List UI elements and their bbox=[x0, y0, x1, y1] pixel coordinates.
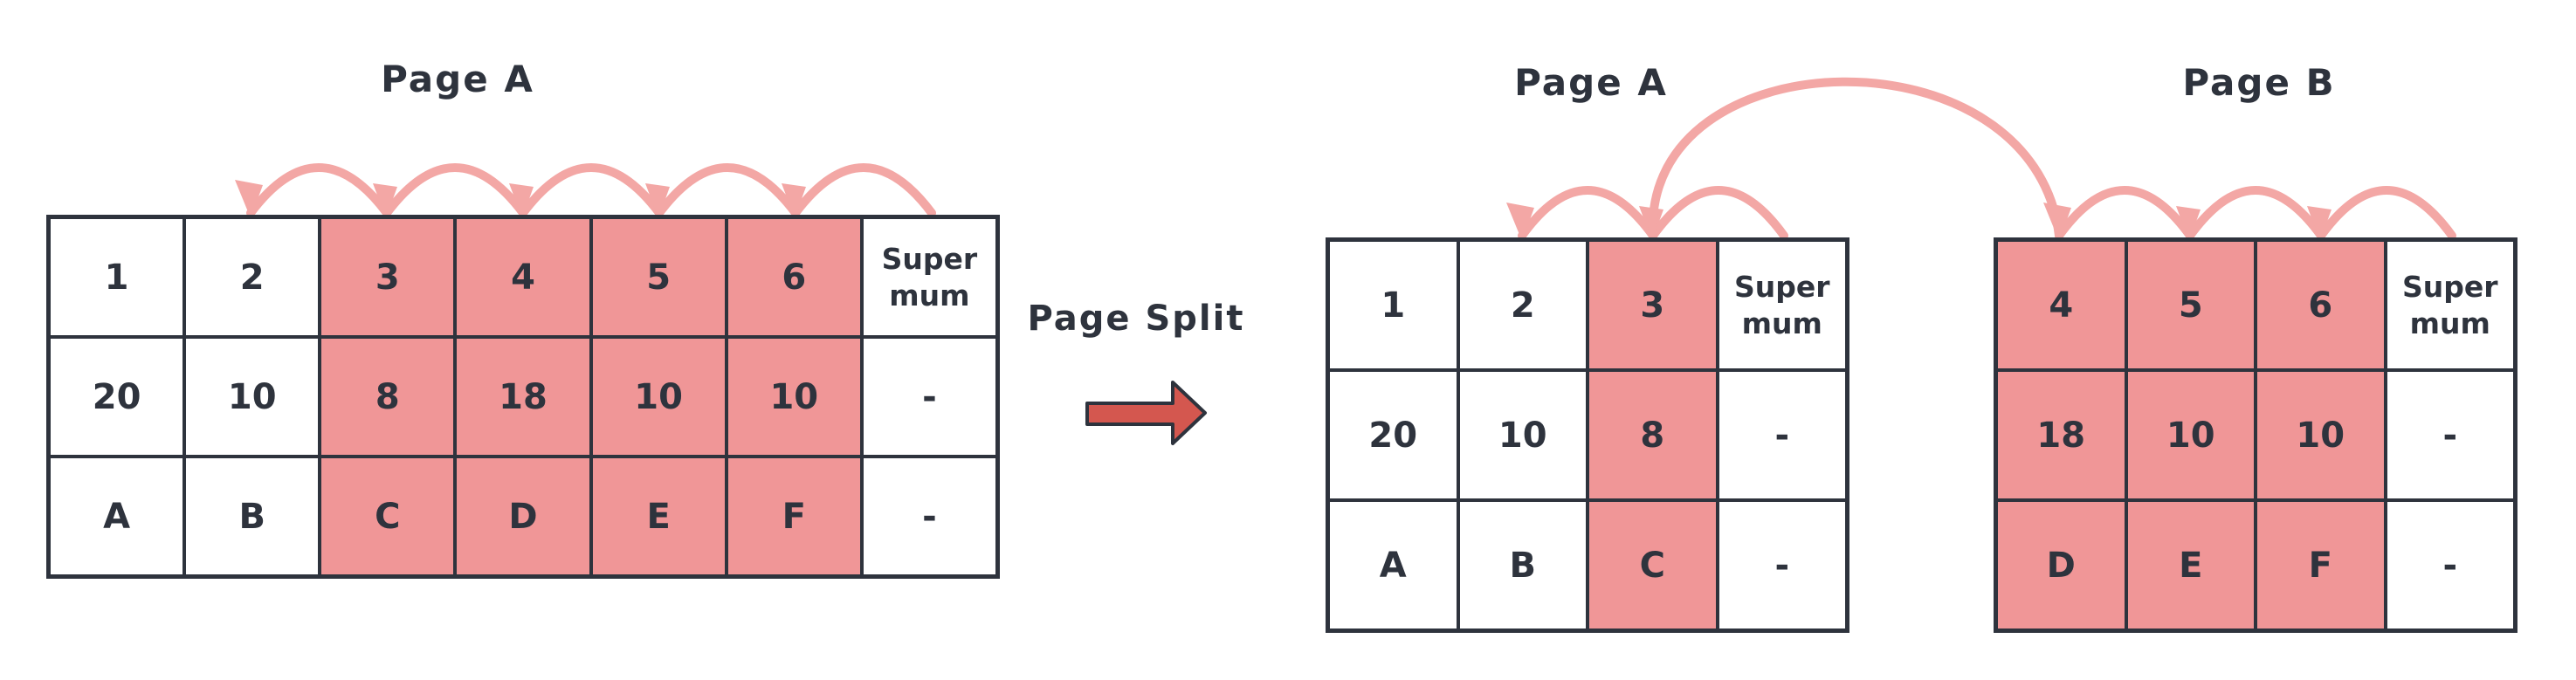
table-cell: A bbox=[1328, 500, 1458, 630]
right-page-a-title: Page A bbox=[1514, 61, 1668, 104]
table-cell: - bbox=[2385, 500, 2515, 630]
table-cell: 10 bbox=[590, 337, 727, 457]
table-cell: 2 bbox=[184, 217, 320, 337]
table-cell: 6 bbox=[726, 217, 862, 337]
table-cell: 10 bbox=[1457, 370, 1588, 500]
cross-page-link-arc bbox=[1648, 77, 2063, 240]
arrowhead-icon bbox=[235, 180, 263, 218]
table-cell: 8 bbox=[1588, 370, 1718, 500]
table-cell: 3 bbox=[1588, 240, 1718, 370]
table-cell: 1 bbox=[49, 217, 185, 337]
table-cell: E bbox=[590, 457, 727, 576]
table-cell: 2 bbox=[1457, 240, 1588, 370]
record-link-arc bbox=[2055, 186, 2194, 240]
table-cell: 10 bbox=[2125, 370, 2256, 500]
table-cell: 10 bbox=[726, 337, 862, 457]
table-cell: 10 bbox=[2256, 370, 2386, 500]
table-cell: 10 bbox=[184, 337, 320, 457]
page-split-label: Page Split bbox=[1027, 299, 1245, 339]
arrowhead-icon bbox=[2043, 203, 2071, 241]
record-link-arc bbox=[791, 163, 936, 217]
table-cell: 6 bbox=[2256, 240, 2386, 370]
table-cell: B bbox=[184, 457, 320, 576]
table-cell: 1 bbox=[1328, 240, 1458, 370]
record-link-arc bbox=[1518, 186, 1657, 240]
arrowhead-icon bbox=[782, 183, 806, 218]
table-cell: 20 bbox=[49, 337, 185, 457]
table-cell: - bbox=[1717, 370, 1847, 500]
table-cell: 3 bbox=[320, 217, 456, 337]
record-link-arc bbox=[2317, 186, 2456, 240]
table-cell: D bbox=[455, 457, 591, 576]
table-cell: 5 bbox=[2125, 240, 2256, 370]
arrowhead-icon bbox=[645, 183, 670, 218]
record-link-arc bbox=[382, 163, 527, 217]
table-cell: 4 bbox=[455, 217, 591, 337]
table-cell: 20 bbox=[1328, 370, 1458, 500]
table-cell: B bbox=[1457, 500, 1588, 630]
table-cell: E bbox=[2125, 500, 2256, 630]
table-cell: 18 bbox=[1996, 370, 2126, 500]
arrowhead-icon bbox=[2307, 206, 2331, 241]
table-cell: C bbox=[1588, 500, 1718, 630]
table-cell: 5 bbox=[590, 217, 727, 337]
table-cell: - bbox=[861, 337, 997, 457]
arrowhead-icon bbox=[2176, 206, 2201, 241]
table-cell: Super mum bbox=[2385, 240, 2515, 370]
arrowhead-icon bbox=[509, 183, 534, 218]
table-cell: Super mum bbox=[861, 217, 997, 337]
arrowhead-icon bbox=[1506, 203, 1534, 241]
left-page-a-title: Page A bbox=[381, 58, 534, 100]
record-link-arc bbox=[2186, 186, 2325, 240]
table-cell: F bbox=[2256, 500, 2386, 630]
record-link-arc bbox=[519, 163, 664, 217]
table-cell: F bbox=[726, 457, 862, 576]
table-cell: A bbox=[49, 457, 185, 576]
table-cell: 4 bbox=[1996, 240, 2126, 370]
record-link-arc bbox=[655, 163, 800, 217]
record-link-arc bbox=[1649, 186, 1788, 240]
right-page-b-title: Page B bbox=[2182, 61, 2336, 104]
table-cell: - bbox=[2385, 370, 2515, 500]
table-cell: 18 bbox=[455, 337, 591, 457]
table-cell: C bbox=[320, 457, 456, 576]
record-link-arc bbox=[246, 163, 391, 217]
table-cell: 8 bbox=[320, 337, 456, 457]
arrowhead-icon bbox=[373, 183, 397, 218]
table-cell: D bbox=[1996, 500, 2126, 630]
table-cell: - bbox=[861, 457, 997, 576]
table-cell: Super mum bbox=[1717, 240, 1847, 370]
page-split-arrow bbox=[1085, 381, 1207, 445]
table-cell: - bbox=[1717, 500, 1847, 630]
